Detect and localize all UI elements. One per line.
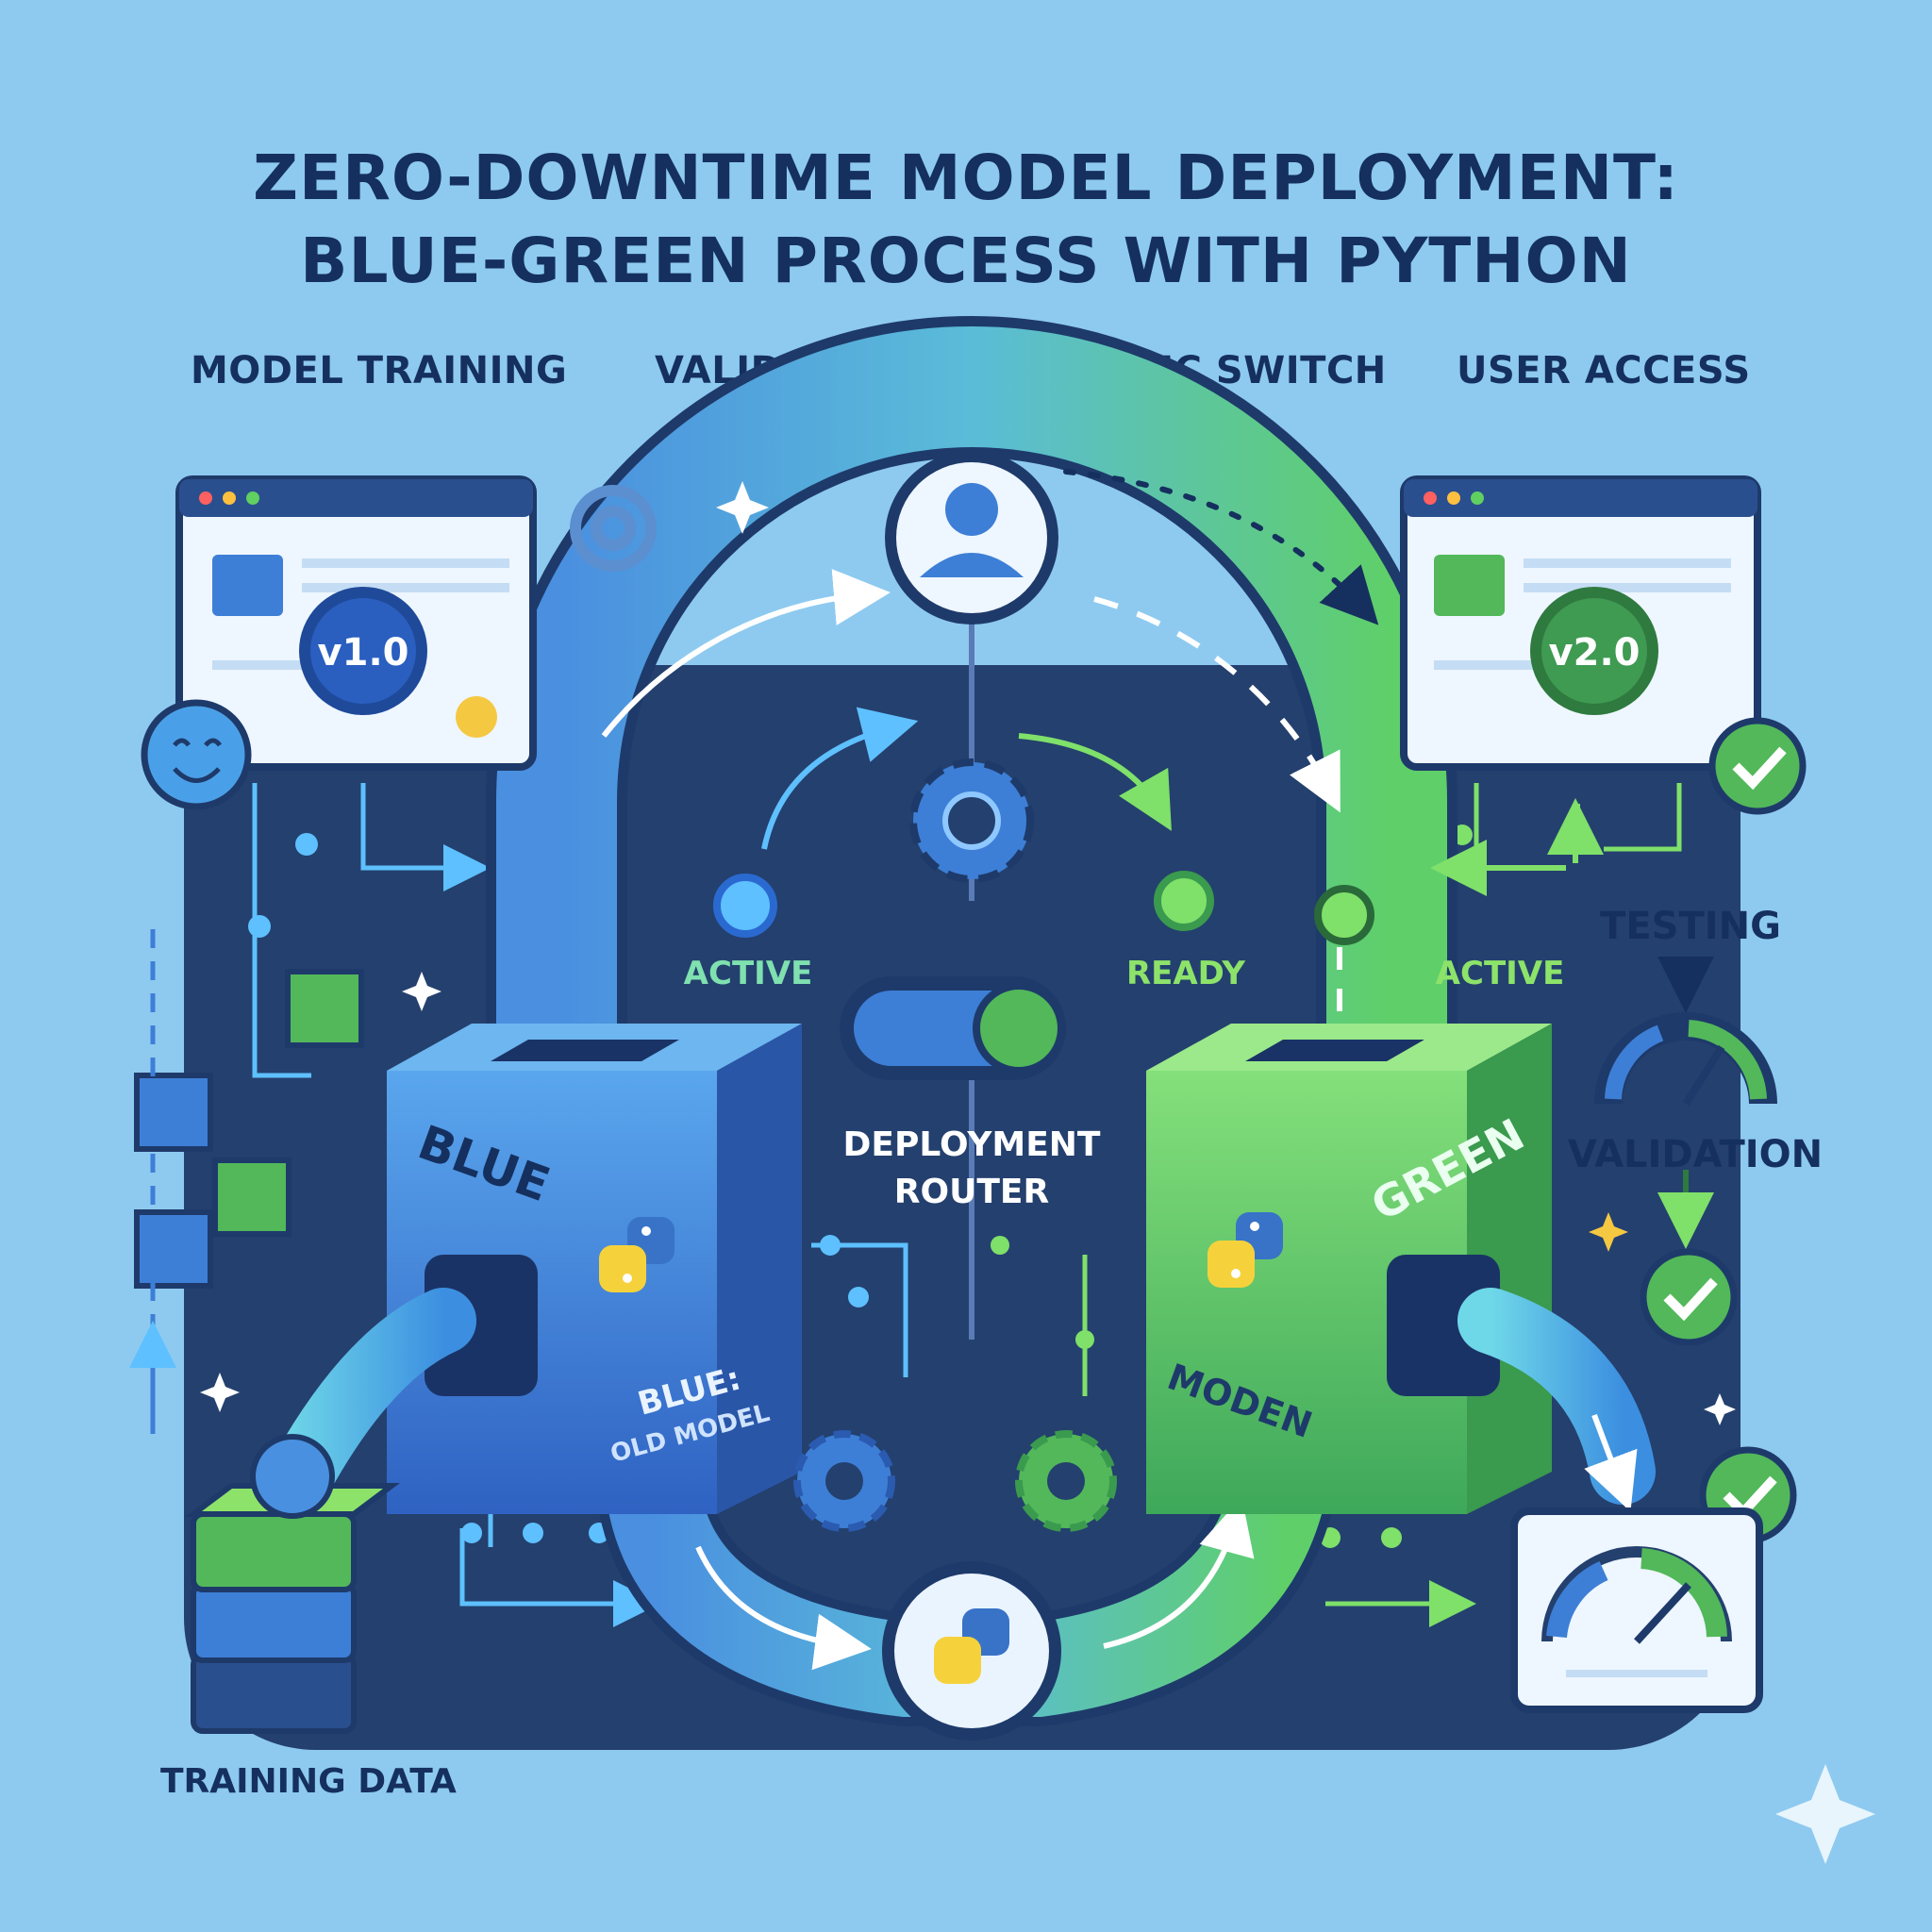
- user-to-v2-arrow: [1063, 469, 1379, 625]
- arrow-to-green: [1018, 733, 1172, 831]
- python-icon-blue: [599, 1217, 675, 1292]
- python-icon-bottom: [882, 1561, 1061, 1740]
- smiley-icon: [141, 699, 252, 810]
- router-toggle: [840, 976, 1066, 1080]
- arch-arrow-left: [601, 569, 891, 738]
- router-label-line-1: DEPLOYMENT: [842, 1125, 1100, 1164]
- arch-arrow-right: [1093, 596, 1341, 813]
- testing-label: TESTING: [1600, 905, 1781, 948]
- training-data-stack: [185, 1434, 400, 1734]
- gear-icon-top-left: [570, 485, 657, 572]
- arrow-to-router: [761, 707, 919, 850]
- router-label-line-2: ROUTER: [894, 1173, 1049, 1211]
- title-line-1: ZERO-DOWNTIME MODEL DEPLOYMENT:: [253, 142, 1679, 214]
- bottom-arrow-left: [695, 1545, 872, 1671]
- ready-status-label: READY: [1126, 955, 1245, 992]
- browser-window-v2: [1400, 475, 1761, 771]
- blue-status-label: ACTIVE: [684, 955, 813, 992]
- dashboard-gauge-panel: [1510, 1507, 1763, 1713]
- gauge-icon: [1594, 1012, 1777, 1107]
- status-light-green: [1314, 885, 1374, 945]
- blue-block: [387, 1024, 802, 1514]
- green-block: [1146, 1024, 1552, 1514]
- green-status-label: ACTIVE: [1436, 955, 1565, 992]
- gear-icon-green: [1015, 1430, 1117, 1532]
- v1-badge-label: v1.0: [318, 631, 409, 675]
- sparkle-decorations: [200, 481, 1875, 1864]
- status-light-ready: [1154, 871, 1214, 931]
- stage-user-access: USER ACCESS: [1457, 349, 1751, 392]
- training-data-label: TRAINING DATA: [160, 1762, 457, 1801]
- python-icon-green: [1208, 1212, 1283, 1288]
- browser-window-v1: [175, 475, 537, 771]
- stream-out-green: [1457, 1288, 1656, 1505]
- bottom-arrow-right: [1103, 1496, 1255, 1649]
- cube-icons: [134, 969, 364, 1289]
- check-icon-top: [1708, 717, 1807, 815]
- validation-side-label: VALIDATION: [1568, 1133, 1823, 1176]
- user-icon: [885, 451, 1058, 625]
- stage-model-training: MODEL TRAINING: [191, 349, 568, 392]
- gear-icon-blue: [793, 1430, 895, 1532]
- title-line-2: BLUE-GREEN PROCESS WITH PYTHON: [300, 225, 1632, 297]
- check-icon-middle: [1640, 1248, 1738, 1346]
- circuit-nodes-right: [991, 824, 1473, 1548]
- status-light-blue: [713, 874, 777, 938]
- v2-badge-label: v2.0: [1549, 631, 1641, 675]
- gear-icon-center: [909, 758, 1034, 883]
